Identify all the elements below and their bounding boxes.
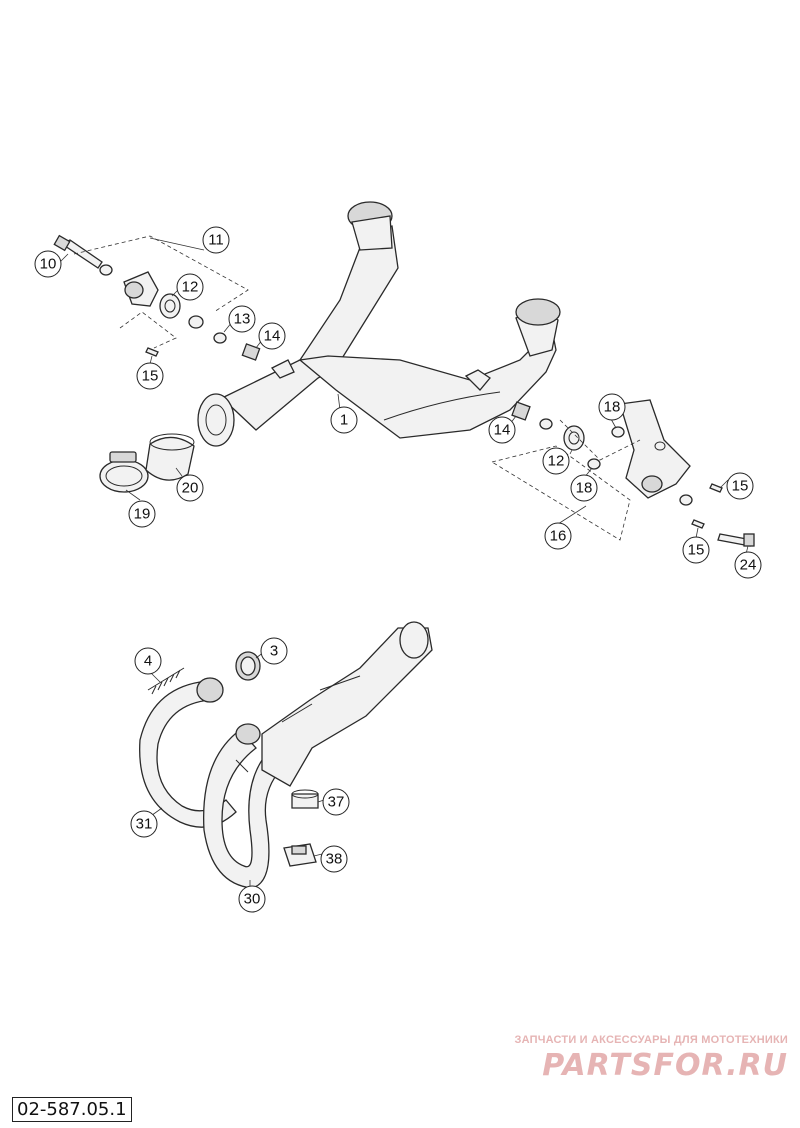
svg-text:3: 3	[270, 643, 278, 660]
left-mount-hardware	[53, 234, 261, 361]
svg-text:31: 31	[136, 816, 153, 833]
svg-text:18: 18	[576, 480, 593, 497]
callout-15-right: 15	[726, 472, 754, 500]
header-pipes	[139, 621, 433, 889]
watermark-subtitle: ЗАПЧАСТИ И АКСЕССУАРЫ ДЛЯ МОТОТЕХНИКИ	[514, 1034, 788, 1046]
callout-18-mid: 18	[570, 474, 598, 502]
svg-text:1: 1	[340, 412, 348, 429]
svg-text:14: 14	[264, 328, 281, 345]
svg-text:30: 30	[244, 891, 261, 908]
callout-16: 16	[544, 522, 572, 550]
callout-13: 13	[228, 305, 256, 333]
callout-37: 37	[322, 788, 350, 816]
callout-24: 24	[734, 551, 762, 579]
svg-text:19: 19	[134, 506, 151, 523]
svg-text:15: 15	[142, 368, 159, 385]
callout-12-left: 12	[176, 273, 204, 301]
callout-31: 31	[130, 810, 158, 838]
callout-4: 4	[134, 647, 162, 675]
svg-text:10: 10	[40, 256, 57, 273]
clamp-and-sleeve	[99, 433, 195, 493]
right-mount-hardware	[491, 399, 755, 547]
svg-text:12: 12	[182, 279, 199, 296]
silencer-y-pipe-part	[197, 201, 561, 447]
callout-12-right: 12	[542, 447, 570, 475]
callout-14-right: 14	[488, 416, 516, 444]
svg-text:24: 24	[740, 557, 757, 574]
svg-text:37: 37	[328, 794, 345, 811]
svg-text:38: 38	[326, 851, 343, 868]
callout-15-left: 15	[136, 362, 164, 390]
svg-text:13: 13	[234, 311, 251, 328]
svg-text:15: 15	[732, 478, 749, 495]
callout-1: 1	[330, 406, 358, 434]
callout-19: 19	[128, 500, 156, 528]
svg-text:12: 12	[548, 453, 565, 470]
callout-3: 3	[260, 637, 288, 665]
callout-38: 38	[320, 845, 348, 873]
callout-30: 30	[238, 885, 266, 913]
drawing-code-label: 02-587.05.1	[12, 1097, 132, 1122]
watermark: ЗАПЧАСТИ И АКСЕССУАРЫ ДЛЯ МОТОТЕХНИКИ PA…	[488, 1034, 788, 1083]
watermark-brand: PARTSFOR.RU	[542, 1048, 788, 1083]
svg-text:16: 16	[550, 528, 567, 545]
svg-text:4: 4	[144, 653, 152, 670]
svg-text:20: 20	[182, 480, 199, 497]
svg-text:14: 14	[494, 422, 511, 439]
svg-text:15: 15	[688, 542, 705, 559]
callout-11: 11	[202, 226, 230, 254]
callout-15-bottom: 15	[682, 536, 710, 564]
callout-10: 10	[34, 250, 62, 278]
callout-14-left: 14	[258, 322, 286, 350]
header-small-parts	[147, 651, 319, 867]
svg-text:18: 18	[604, 399, 621, 416]
svg-text:11: 11	[208, 232, 224, 249]
callout-20: 20	[176, 474, 204, 502]
callout-18-top: 18	[598, 393, 626, 421]
